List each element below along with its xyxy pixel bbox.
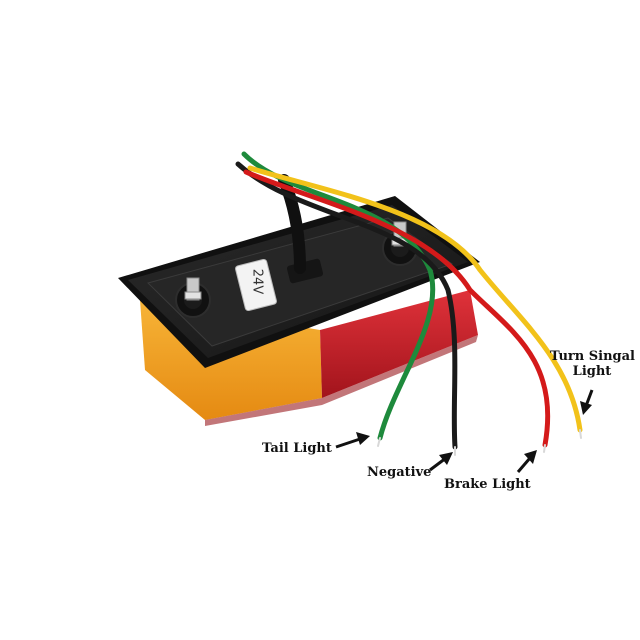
- yellow-wire: [247, 165, 583, 433]
- arrow-negative: [429, 452, 453, 472]
- turn-signal-label-line2: Light: [572, 363, 612, 379]
- left-mounting-stud: [175, 277, 211, 318]
- negative-label: Negative: [367, 465, 432, 480]
- housing-inner-panel: [147, 217, 454, 347]
- red-lens: [320, 290, 478, 398]
- arrows: [335, 389, 594, 473]
- black-wire: [235, 161, 458, 450]
- arrow-brake-light: [516, 450, 537, 473]
- voltage-badge: [235, 258, 277, 312]
- arrow-tail-light: [335, 432, 370, 449]
- voltage-label: 24V: [249, 268, 265, 295]
- arrow-turn-signal: [580, 389, 594, 415]
- green-wire: [241, 151, 436, 441]
- tail-light-label: Tail Light: [262, 441, 332, 456]
- brake-light-label: Brake Light: [444, 477, 531, 492]
- lens-bottom-edge: [205, 335, 478, 426]
- turn-signal-label: Turn Singal Light: [550, 349, 635, 380]
- wires: [235, 151, 583, 456]
- turn-signal-label-line1: Turn Singal: [550, 349, 635, 364]
- red-wire: [243, 169, 551, 448]
